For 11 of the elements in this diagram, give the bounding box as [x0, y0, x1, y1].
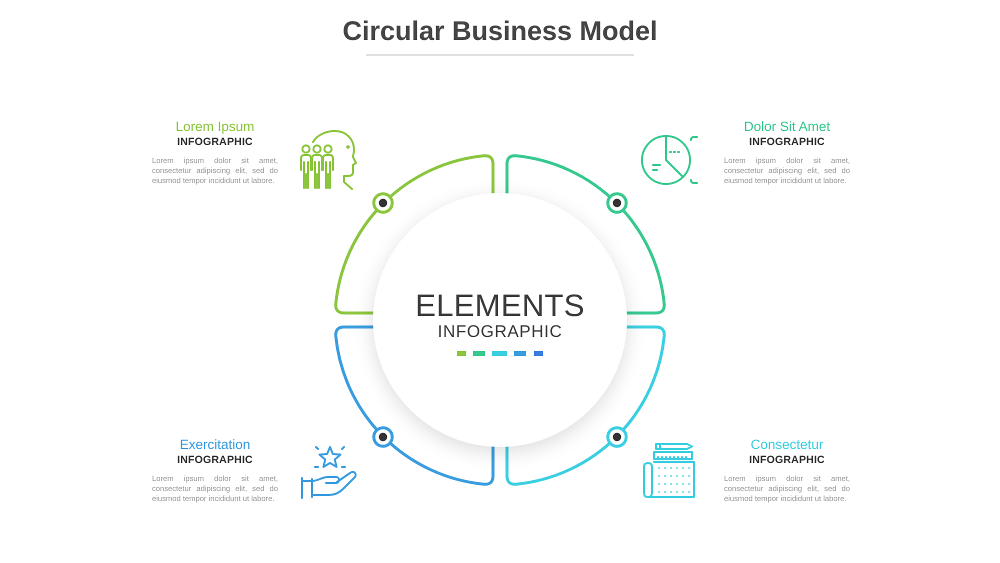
section-subtitle: INFOGRAPHIC [748, 454, 826, 467]
section-subtitle: INFOGRAPHIC [748, 136, 826, 149]
section-heading: Lorem Ipsum [174, 119, 256, 135]
section-subtitle: INFOGRAPHIC [176, 454, 254, 467]
center-subtitle: INFOGRAPHIC [438, 322, 562, 341]
section-heading: Exercitation [178, 437, 252, 453]
section-subtitle: INFOGRAPHIC [176, 136, 254, 149]
title: Circular Business Model [342, 16, 658, 46]
section-heading: Consectetur [750, 437, 824, 453]
section-heading: Dolor Sit Amet [742, 119, 832, 135]
center-title: ELEMENTS [415, 290, 585, 322]
